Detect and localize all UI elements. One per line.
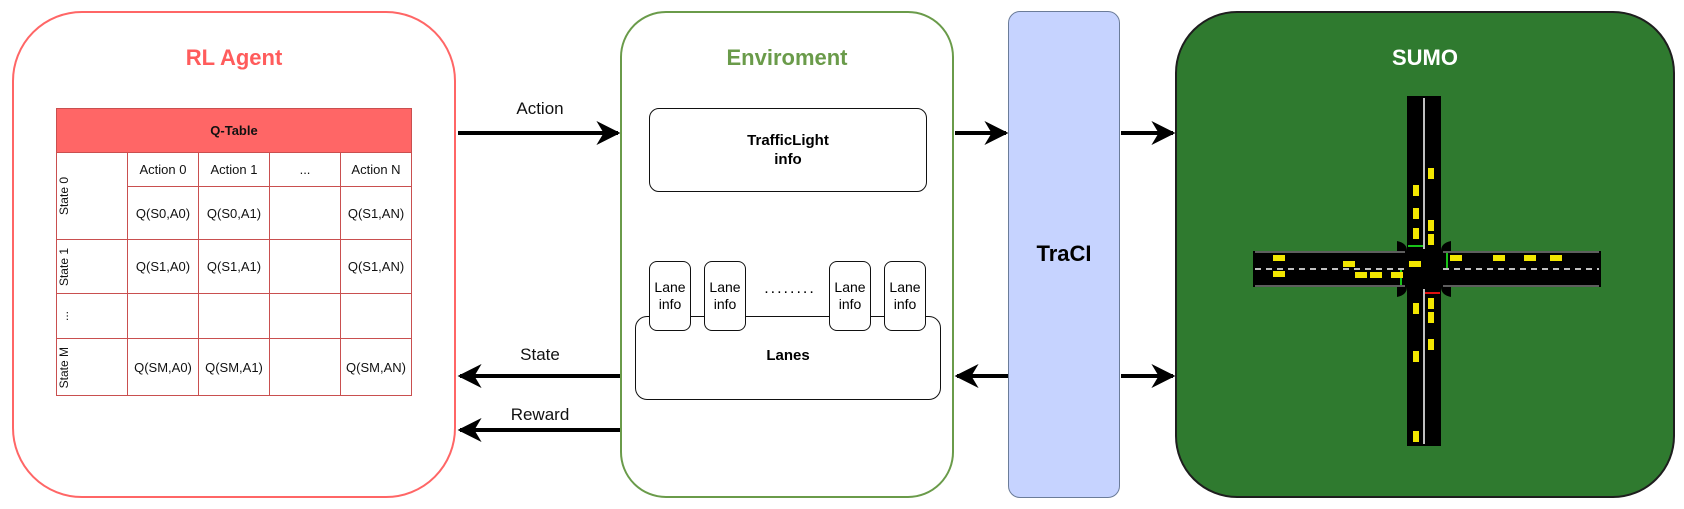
- vehicle: [1428, 298, 1434, 309]
- q-table: Q-Table State 0 Action 0 Action 1 ... Ac…: [56, 107, 412, 396]
- column-header: Action 0: [127, 152, 199, 187]
- vehicle: [1343, 261, 1355, 267]
- sumo-panel: SUMO: [1175, 11, 1675, 498]
- table-cell: Q(SM,AN): [340, 338, 412, 396]
- state-label: State: [520, 345, 560, 364]
- table-cell: Q(S1,AN): [340, 239, 412, 294]
- vehicle: [1273, 271, 1285, 277]
- traffic-light-info-label: TrafficLight info: [747, 132, 829, 168]
- column-header: Action 1: [198, 152, 270, 187]
- vehicle: [1550, 255, 1562, 261]
- vehicle: [1524, 255, 1536, 261]
- vehicle: [1428, 339, 1434, 350]
- row-header: State 0: [56, 152, 128, 241]
- vehicle: [1413, 303, 1419, 314]
- vehicle: [1428, 220, 1434, 231]
- vehicle: [1413, 208, 1419, 219]
- row-header: ...: [56, 292, 128, 340]
- row-header: State 1: [56, 239, 128, 294]
- intersection-junction: [1397, 241, 1451, 297]
- lanes-label: Lanes: [766, 347, 810, 364]
- table-cell: [269, 185, 341, 241]
- vehicle: [1413, 228, 1419, 239]
- lane-info-box: Lane info: [649, 261, 691, 331]
- vehicle: [1391, 272, 1403, 278]
- q-table-title: Q-Table: [56, 107, 412, 154]
- rl-agent-title: RL Agent: [185, 45, 283, 70]
- intersection-map: [1253, 96, 1601, 446]
- action-label: Action: [516, 99, 564, 118]
- traci-title: TraCI: [1036, 241, 1092, 266]
- lane-info-box: Lane info: [829, 261, 871, 331]
- table-cell: [269, 338, 341, 396]
- vehicle: [1428, 312, 1434, 323]
- table-cell: Q(S0,A0): [127, 185, 199, 241]
- vehicle: [1413, 351, 1419, 362]
- state-label: ...: [57, 311, 71, 322]
- vehicle: [1355, 272, 1367, 278]
- table-cell: Q(SM,A1): [198, 338, 270, 396]
- table-cell: Q(SM,A0): [127, 338, 199, 396]
- table-cell: Q(S1,AN): [340, 185, 412, 241]
- table-cell: [127, 292, 199, 340]
- vehicle: [1493, 255, 1505, 261]
- state-label: State 1: [57, 247, 71, 286]
- vehicle: [1370, 272, 1382, 278]
- column-header: Action N: [340, 152, 412, 187]
- traffic-light-info-box: TrafficLight info: [649, 108, 927, 192]
- vehicle: [1450, 255, 1462, 261]
- vehicle: [1409, 261, 1421, 267]
- table-cell: [269, 239, 341, 294]
- traci-panel: TraCI: [1008, 11, 1120, 498]
- table-cell: Q(S0,A1): [198, 185, 270, 241]
- lane-info-box: Lane info: [704, 261, 746, 331]
- state-label: State M: [57, 346, 71, 388]
- reward-label: Reward: [510, 405, 570, 424]
- table-cell: [269, 292, 341, 340]
- vehicle: [1273, 255, 1285, 261]
- state-label: State 0: [57, 177, 71, 216]
- table-cell: [198, 292, 270, 340]
- row-header: State M: [56, 338, 128, 396]
- table-cell: Q(S1,A0): [127, 239, 199, 294]
- vehicle: [1428, 234, 1434, 245]
- environment-panel: Enviroment: [620, 11, 954, 498]
- table-cell: [340, 292, 412, 340]
- table-cell: Q(S1,A1): [198, 239, 270, 294]
- vehicle: [1413, 185, 1419, 196]
- ellipsis-dots: ........: [764, 280, 816, 297]
- vehicle: [1413, 431, 1419, 442]
- lane-info-box: Lane info: [884, 261, 926, 331]
- environment-title: Enviroment: [726, 45, 848, 70]
- vehicle: [1428, 168, 1434, 179]
- column-header: ...: [269, 152, 341, 187]
- sumo-title: SUMO: [1392, 45, 1458, 70]
